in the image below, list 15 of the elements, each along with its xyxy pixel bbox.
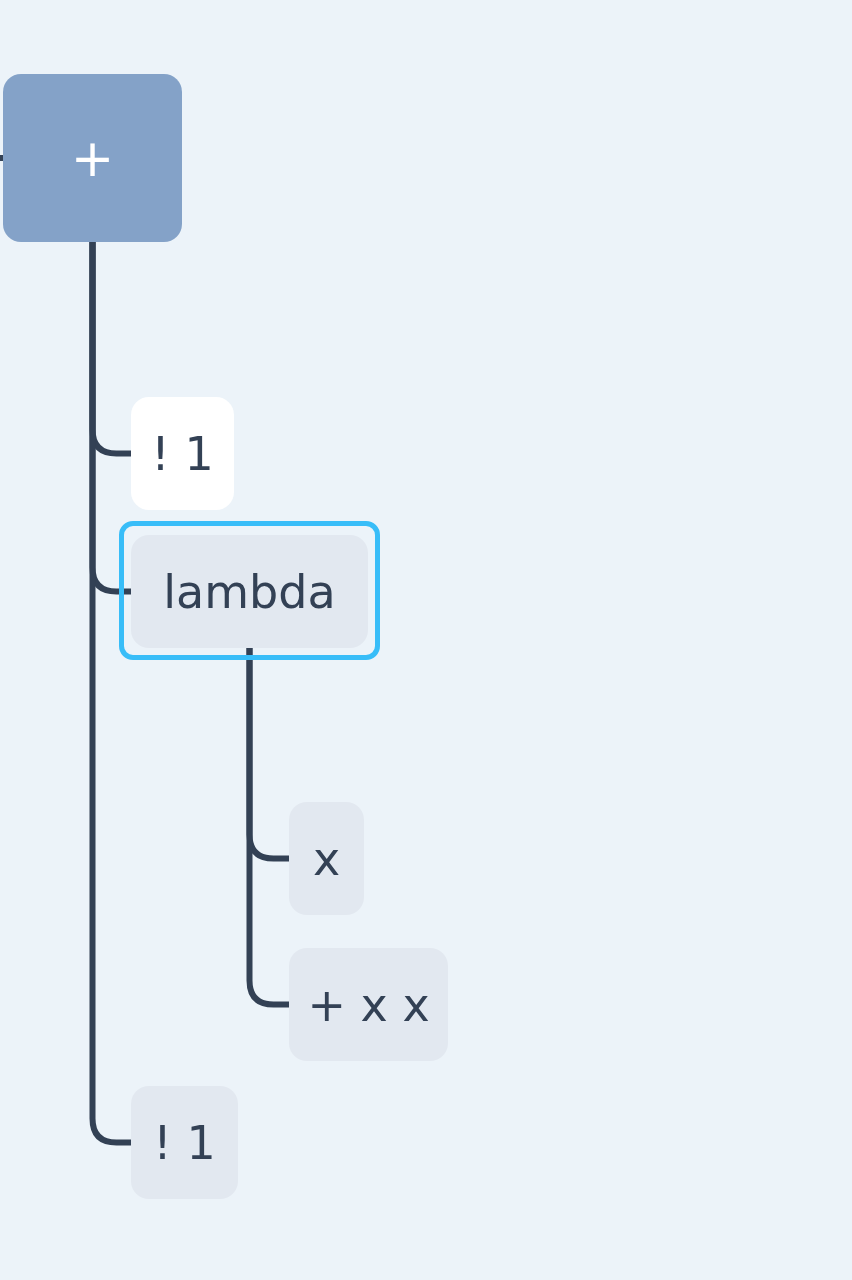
tree-node-box: [289, 802, 364, 915]
tree-node-box: [131, 397, 234, 510]
connector-line: [0, 155, 3, 161]
node-label: ! 1: [153, 1119, 216, 1166]
node-label: + x x: [307, 981, 430, 1028]
root-node-box: [3, 74, 182, 242]
node-label: lambda: [163, 568, 336, 615]
tree-node-box: [131, 535, 368, 648]
connector-line: [89, 242, 131, 1146]
node-label: x: [312, 835, 341, 882]
node-label: +: [70, 132, 115, 184]
tree-node-box: [289, 948, 448, 1061]
node-label: ! 1: [151, 430, 214, 477]
tree-node-box: [131, 1086, 238, 1199]
connector-line: [246, 648, 289, 1008]
